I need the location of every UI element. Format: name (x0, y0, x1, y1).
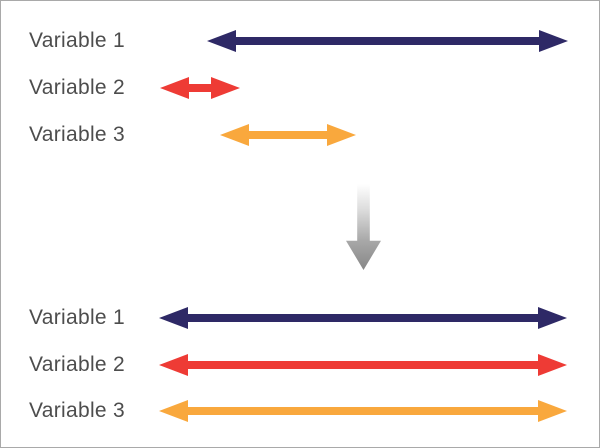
bottom-variable-label: Variable 1 (29, 306, 126, 329)
arrow-shaft (188, 84, 212, 92)
bottom-double-arrow-red (159, 353, 567, 377)
arrowhead-right-icon (539, 30, 568, 52)
top-variable-label: Variable 2 (29, 76, 126, 99)
top-variable-label: Variable 3 (29, 123, 126, 146)
arrowhead-right-icon (538, 354, 567, 376)
top-double-arrow-orange (220, 123, 356, 147)
arrowhead-left-icon (159, 354, 188, 376)
arrowhead-right-icon (538, 307, 567, 329)
arrowhead-right-icon (211, 77, 240, 99)
arrowhead-left-icon (159, 400, 188, 422)
arrowhead-right-icon (327, 124, 356, 146)
bottom-double-arrow-navy (159, 306, 567, 330)
bottom-variable-label: Variable 3 (29, 399, 126, 422)
arrow-shaft (248, 131, 328, 139)
arrow-shaft (235, 37, 540, 45)
arrow-shaft (187, 314, 539, 322)
down-arrow-icon (346, 184, 381, 270)
arrowhead-right-icon (538, 400, 567, 422)
arrowhead-left-icon (207, 30, 236, 52)
arrowhead-left-icon (160, 77, 189, 99)
bottom-variable-label: Variable 2 (29, 353, 126, 376)
top-variable-label: Variable 1 (29, 29, 126, 52)
bottom-double-arrow-orange (159, 399, 567, 423)
top-double-arrow-red (160, 76, 240, 100)
arrow-shaft (187, 407, 539, 415)
arrowhead-left-icon (159, 307, 188, 329)
top-double-arrow-navy (207, 29, 568, 53)
arrowhead-left-icon (220, 124, 249, 146)
arrow-shaft (187, 361, 539, 369)
